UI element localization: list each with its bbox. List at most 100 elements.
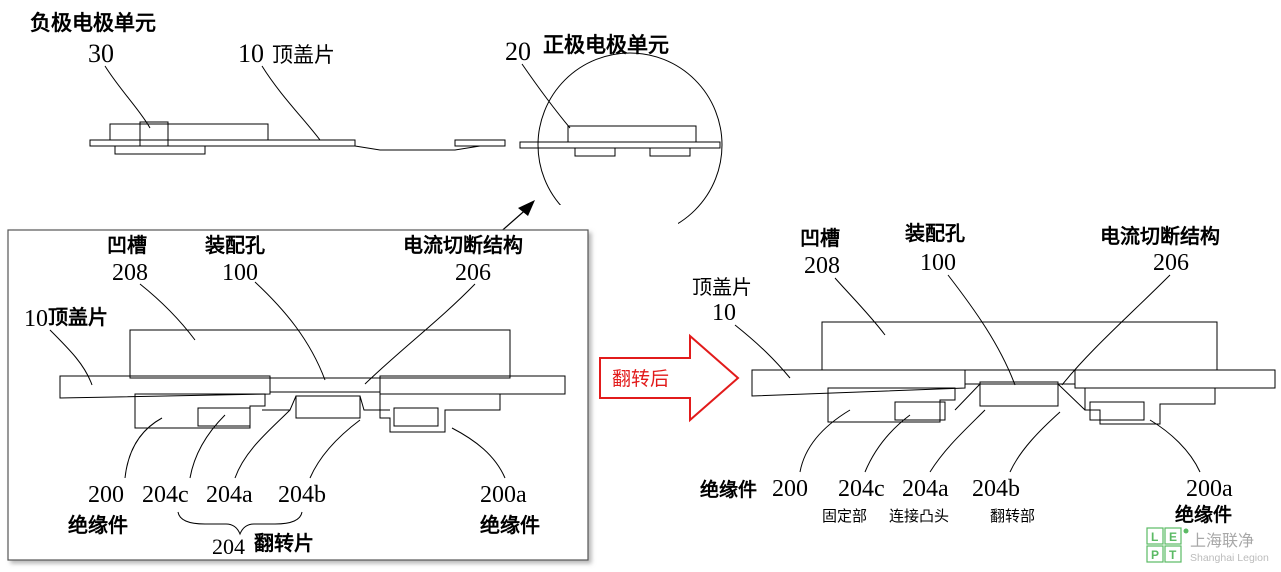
cap-plate-left-right — [751, 369, 966, 397]
flip-arrow: 翻转后 — [599, 333, 740, 423]
positive-electrode-number: 20 — [505, 37, 531, 66]
logo-dot — [1183, 528, 1189, 534]
top-cap-plate-right — [519, 141, 721, 149]
negative-electrode-number: 30 — [88, 39, 114, 68]
boss-number-right: 204a — [902, 476, 949, 502]
leader-line — [734, 324, 791, 379]
connecting-boss-label: 连接凸头 — [889, 507, 949, 525]
negative-terminal-block — [109, 123, 269, 141]
logo-cell — [1146, 545, 1164, 563]
logo-name-cn: 上海联净 — [1190, 531, 1254, 550]
cap-label-right: 顶盖片 — [692, 275, 752, 299]
leader-line — [104, 65, 151, 129]
logo-letter: P — [1151, 548, 1159, 562]
cap-plate-left — [59, 375, 271, 399]
group-brace — [177, 511, 303, 536]
flip-part-label: 翻转部 — [990, 507, 1035, 525]
insulator-200-number: 200 — [88, 482, 124, 508]
leader-line — [1009, 411, 1061, 473]
logo-cell — [1146, 527, 1164, 545]
leader-line — [929, 409, 986, 473]
leader-line — [451, 427, 506, 479]
groove-number: 208 — [112, 260, 148, 286]
right-detail: 凹槽 208 装配孔 100 电流切断结构 206 顶盖片 10 绝缘件 200 — [692, 221, 1276, 526]
flip-part-number: 204b — [278, 482, 326, 508]
top-cap-plate-left — [89, 139, 356, 147]
cap-plate-right-right — [1074, 369, 1276, 389]
groove-block-right — [821, 321, 1218, 371]
leader-line — [947, 274, 1016, 386]
fixing-part-right — [894, 401, 946, 421]
logo-cell — [1164, 545, 1182, 563]
current-cut-title-right: 电流切断结构 — [1100, 224, 1220, 248]
insulator-label-left: 绝缘件 — [68, 513, 128, 537]
assembly-hole — [269, 377, 381, 393]
fixing-part-204c — [197, 407, 251, 427]
leader-line — [254, 281, 326, 381]
leader-line — [1061, 274, 1171, 386]
insulator-200a-number-right: 200a — [1186, 476, 1233, 502]
insulator-200a-right — [1084, 387, 1216, 425]
zoom-arrow-head — [518, 200, 535, 216]
left-detail-panel: 凹槽 208 装配孔 100 电流切断结构 206 10 顶盖片 200 — [7, 229, 589, 561]
leader-line — [139, 283, 196, 341]
top-cap-number: 10 — [238, 39, 264, 68]
flip-arrow-label: 翻转后 — [612, 368, 669, 390]
groove-title-right: 凹槽 — [800, 226, 840, 250]
top-cap-recess — [354, 145, 481, 151]
top-overview: 负极电极单元 30 10 顶盖片 20 正极电极单元 — [30, 11, 723, 251]
leader-line — [124, 417, 163, 479]
cap-label: 顶盖片 — [48, 305, 108, 329]
detail-frame — [7, 229, 589, 561]
negative-insulator — [114, 145, 206, 155]
fixing-part-number: 204c — [142, 482, 189, 508]
logo-cell — [1164, 527, 1182, 545]
logo-name-en: Shanghai Legion — [1190, 552, 1269, 564]
connecting-boss-flipped — [979, 381, 1059, 407]
insulator-200 — [134, 393, 266, 429]
groove-number-right: 208 — [804, 253, 840, 279]
connecting-boss-204a — [295, 395, 361, 419]
assembly-hole-title: 装配孔 — [204, 233, 265, 257]
negative-electrode-title: 负极电极单元 — [30, 11, 156, 35]
current-cut-number: 206 — [455, 260, 491, 286]
positive-insulator-right — [649, 147, 691, 157]
current-cut-title: 电流切断结构 — [403, 233, 523, 257]
assembly-hole-number-right: 100 — [920, 250, 956, 276]
insulator-200-right — [827, 387, 956, 423]
logo-letter: T — [1169, 548, 1177, 562]
logo-letter: L — [1151, 530, 1158, 544]
company-logo: L E P T 上海联净 Shanghai Legion — [1146, 527, 1269, 564]
insulator-200a — [379, 393, 501, 433]
leader-line — [234, 409, 291, 479]
flip-plate-flipped — [954, 383, 1086, 411]
leader-line — [1149, 419, 1201, 473]
assembly-hole-title-right: 装配孔 — [904, 221, 965, 245]
assembly-hole-number: 100 — [222, 260, 258, 286]
leader-line — [521, 63, 571, 129]
leader-line — [364, 283, 476, 385]
leader-line — [49, 329, 93, 386]
leader-line — [799, 409, 851, 473]
top-cap-label: 顶盖片 — [272, 43, 335, 67]
boss-number: 204a — [206, 482, 253, 508]
insulator-200-number-right: 200 — [772, 476, 808, 502]
flip-plate-label: 翻转片 — [254, 531, 314, 555]
leader-line — [834, 277, 886, 336]
positive-electrode-title: 正极电极单元 — [543, 33, 669, 57]
groove-title: 凹槽 — [107, 233, 147, 257]
flip-part-number-right: 204b — [972, 476, 1020, 502]
cap-number-right: 10 — [712, 300, 736, 326]
leader-line — [309, 419, 361, 479]
flip-arrow-shape — [599, 333, 740, 423]
leader-line — [189, 414, 226, 479]
logo-letter: E — [1169, 530, 1177, 544]
insulator-label-left-right: 绝缘件 — [700, 478, 757, 501]
current-cut-number-right: 206 — [1153, 250, 1189, 276]
negative-rivet — [139, 121, 169, 147]
leader-line — [261, 65, 321, 141]
positive-terminal-block — [567, 125, 697, 143]
insulator-label-right-right: 绝缘件 — [1175, 503, 1232, 526]
insulator-200a-number: 200a — [480, 482, 527, 508]
